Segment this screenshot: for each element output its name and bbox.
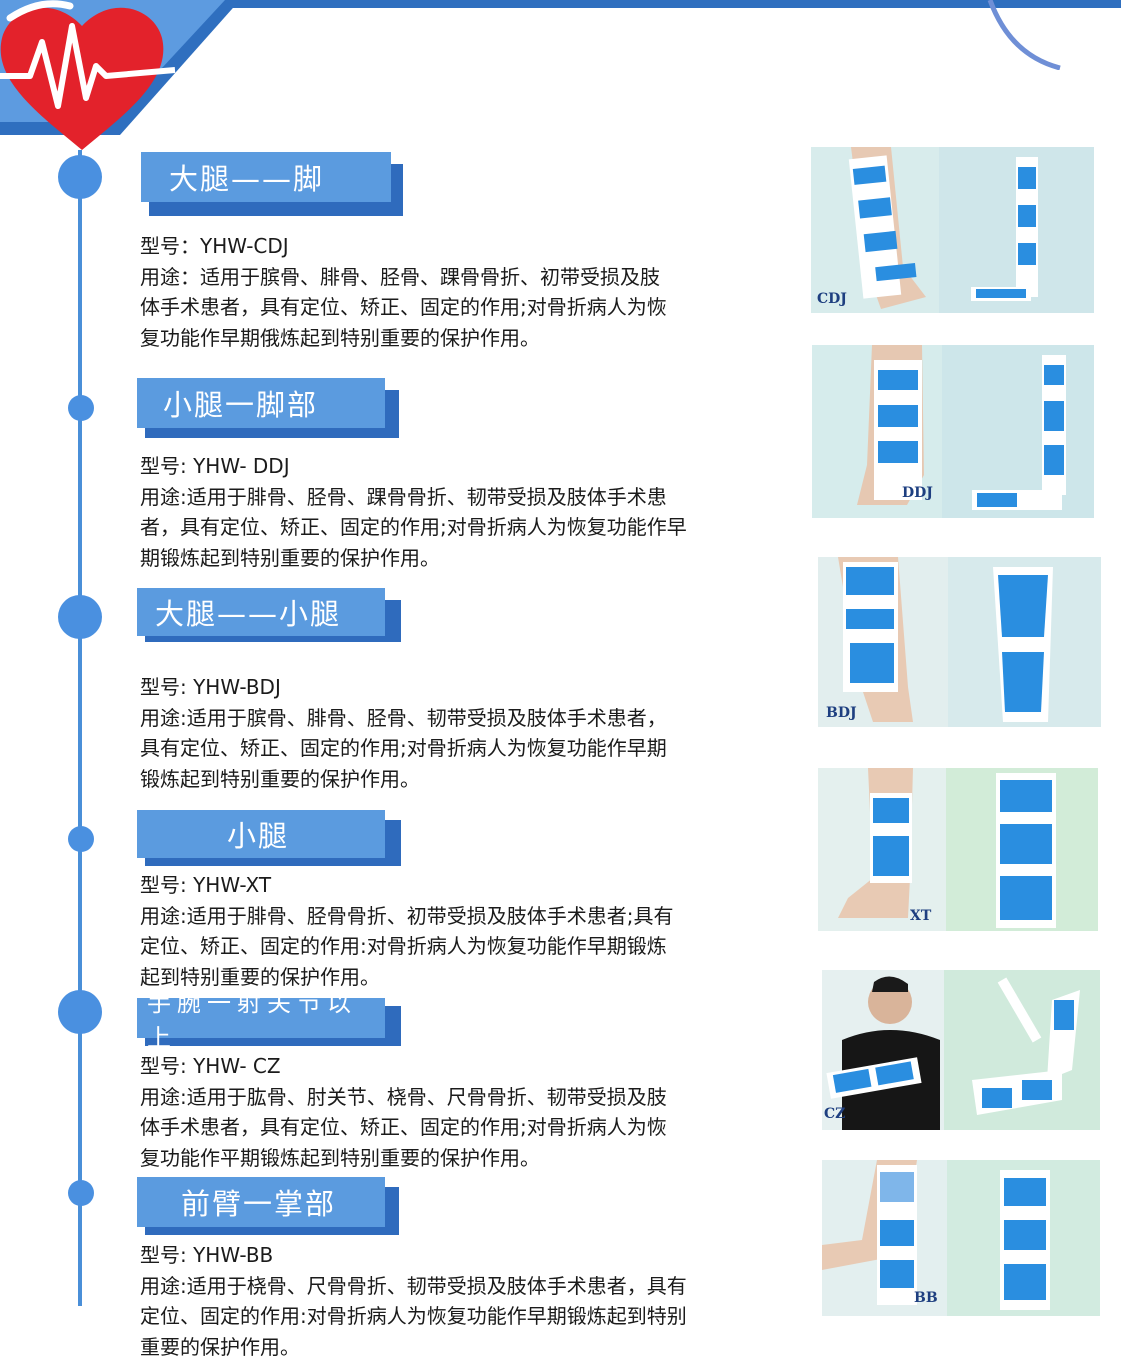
product-photo: BB	[822, 1160, 1100, 1316]
product-model: 型号: YHW-XT	[140, 870, 750, 901]
product-usage-line: 定位、矫正、固定的作用:对骨折病人为恢复功能作早期锻炼	[140, 931, 750, 962]
product-photo-label: DDJ	[902, 485, 933, 501]
product-usage-line: 体手术患者，具有定位、矫正、固定的作用;对骨折病人为恢	[140, 292, 750, 323]
product-usage-line: 体手术患者，具有定位、矫正、固定的作用;对骨折病人为恢	[140, 1112, 750, 1143]
product-photo: XT	[818, 768, 1098, 931]
decorative-arc	[985, 0, 1121, 70]
product-usage-line: 复功能作早期俄炼起到特别重要的保护作用。	[140, 323, 750, 354]
product-model: 型号：YHW-CDJ	[140, 231, 750, 262]
timeline-dot	[58, 155, 102, 199]
product-photo-label: CDJ	[817, 291, 847, 307]
product-usage-line: 复功能作平期锻炼起到特别重要的保护作用。	[140, 1143, 750, 1174]
product-description: 型号: YHW- DDJ 用途:适用于腓骨、胫骨、踝骨骨折、韧带受损及肢体手术患…	[140, 451, 750, 573]
product-usage-line: 者，具有定位、矫正、固定的作用;对骨折病人为恢复功能作早	[140, 512, 750, 543]
product-photo-label: BDJ	[826, 705, 857, 721]
product-usage-line: 用途:适用于桡骨、尺骨骨折、韧带受损及肢体手术患者，具有	[140, 1271, 750, 1302]
product-title: 小腿	[137, 810, 385, 858]
timeline-dot	[68, 826, 94, 852]
product-model: 型号: YHW-BDJ	[140, 672, 750, 703]
product-photo: CZ	[822, 970, 1100, 1130]
product-description: 型号: YHW-XT 用途:适用于腓骨、胫骨骨折、初带受损及肢体手术患者;具有 …	[140, 870, 750, 992]
product-model: 型号: YHW- CZ	[140, 1051, 750, 1082]
timeline-dot	[58, 595, 102, 639]
product-usage-line: 用途:适用于肱骨、肘关节、桡骨、尺骨骨折、韧带受损及肢	[140, 1082, 750, 1113]
product-usage-line: 用途:适用于腓骨、胫骨骨折、初带受损及肢体手术患者;具有	[140, 901, 750, 932]
product-usage-line: 重要的保护作用。	[140, 1332, 750, 1362]
product-photo: CDJ	[811, 147, 1094, 313]
timeline-dot	[68, 1180, 94, 1206]
product-usage-line: 用途：适用于膑骨、腓骨、胫骨、踝骨骨折、初带受损及肢	[140, 262, 750, 293]
product-model: 型号: YHW-BB	[140, 1240, 750, 1271]
product-photo: BDJ	[818, 557, 1101, 727]
product-description: 型号: YHW-BB 用途:适用于桡骨、尺骨骨折、韧带受损及肢体手术患者，具有 …	[140, 1240, 750, 1362]
product-description: 型号：YHW-CDJ 用途：适用于膑骨、腓骨、胫骨、踝骨骨折、初带受损及肢 体手…	[140, 231, 750, 353]
timeline-dot	[68, 395, 94, 421]
product-usage-line: 锻炼起到特别重要的保护作用。	[140, 764, 750, 795]
product-usage-line: 用途:适用于膑骨、腓骨、胫骨、韧带受损及肢体手术患者，	[140, 703, 750, 734]
product-title: 手腕一射关节以上	[137, 998, 385, 1038]
product-photo-label: BB	[914, 1290, 938, 1306]
product-usage-line: 定位、固定的作用:对骨折病人为恢复功能作早期锻炼起到特别	[140, 1301, 750, 1332]
product-usage-line: 期锻炼起到特别重要的保护作用。	[140, 543, 750, 574]
product-title: 大腿——小腿	[137, 588, 385, 636]
timeline-dot	[58, 990, 102, 1034]
product-description: 型号: YHW- CZ 用途:适用于肱骨、肘关节、桡骨、尺骨骨折、韧带受损及肢 …	[140, 1051, 750, 1173]
product-photo-label: XT	[910, 908, 931, 924]
product-photo: DDJ	[812, 345, 1094, 518]
product-title: 大腿——脚	[141, 152, 391, 202]
product-usage-line: 用途:适用于腓骨、胫骨、踝骨骨折、韧带受损及肢体手术患	[140, 482, 750, 513]
product-title: 前臂一掌部	[137, 1177, 385, 1227]
product-photo-label: CZ	[824, 1106, 845, 1122]
heart-pulse-icon	[0, 0, 190, 160]
product-usage-line: 具有定位、矫正、固定的作用;对骨折病人为恢复功能作早期	[140, 733, 750, 764]
product-description: 型号: YHW-BDJ 用途:适用于膑骨、腓骨、胫骨、韧带受损及肢体手术患者， …	[140, 672, 750, 794]
product-title: 小腿一脚部	[137, 378, 385, 428]
product-model: 型号: YHW- DDJ	[140, 451, 750, 482]
timeline-line	[78, 150, 82, 1306]
